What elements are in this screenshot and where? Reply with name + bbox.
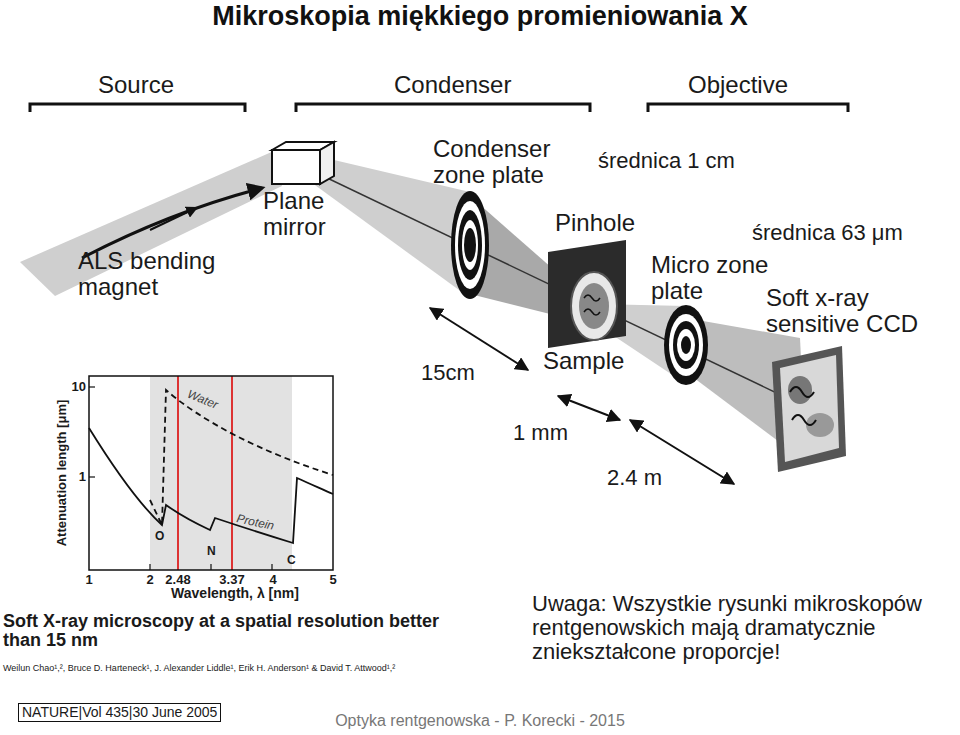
axis-tick: 3.37 xyxy=(212,573,252,587)
svg-ellipse xyxy=(677,329,695,361)
chart-ticks xyxy=(89,387,272,570)
svg-ellipse xyxy=(579,283,609,329)
svg-ellipse xyxy=(571,272,617,340)
part-name: ALS bending magnet xyxy=(78,248,238,300)
svg-path xyxy=(792,415,816,425)
svg-ellipse xyxy=(462,220,478,270)
axis-title: Attenuation length [μm] xyxy=(55,383,69,563)
chart-frame xyxy=(89,376,333,570)
optical-axis xyxy=(300,165,808,408)
paper-authors: Weilun Chao¹,², Bruce D. Harteneck¹, J. … xyxy=(3,664,448,674)
section-bracket xyxy=(648,104,848,112)
part-name: Soft x-ray sensitive CCD xyxy=(766,285,942,337)
ccd-detector xyxy=(772,346,846,472)
svg-path xyxy=(584,295,600,301)
svg-ellipse xyxy=(664,305,708,385)
edge-label: C xyxy=(287,554,301,567)
edge-label: O xyxy=(155,530,169,543)
dimension: średnica 1 cm xyxy=(598,149,763,173)
journal-ref: NATURE|Vol 435|30 June 2005 xyxy=(18,703,221,722)
svg-path xyxy=(790,387,814,397)
paper-title: Soft X-ray microscopy at a spatial resol… xyxy=(3,612,448,651)
axis-tick: 10 xyxy=(58,380,86,394)
part-name: Condenser zone plate xyxy=(433,136,573,188)
section-heading: Condenser xyxy=(394,72,544,98)
axis-tick: 4 xyxy=(253,573,293,587)
plane-mirror xyxy=(272,150,320,184)
svg-ellipse xyxy=(669,314,703,376)
svg-line xyxy=(89,386,95,387)
chart-marker-line xyxy=(177,376,179,570)
svg-line xyxy=(271,564,272,570)
dimension-arrow xyxy=(558,396,620,420)
section-heading: Source xyxy=(98,72,208,98)
svg-polygon xyxy=(780,355,839,462)
svg-ellipse xyxy=(681,336,691,354)
mirror-side xyxy=(320,142,334,184)
svg-ellipse xyxy=(464,228,476,262)
axis-tick: 2.48 xyxy=(158,573,198,587)
axis-tick: 5 xyxy=(313,573,353,587)
svg-ellipse xyxy=(455,201,485,289)
svg-polygon xyxy=(772,346,846,472)
condenser-zone-plate xyxy=(451,191,489,299)
svg-line xyxy=(149,564,150,570)
page-title: Mikroskopia miękkiego promieniowania X xyxy=(0,1,960,32)
svg-ellipse xyxy=(451,191,489,299)
micro-zone-plate xyxy=(664,305,708,385)
beam-arrow xyxy=(150,208,196,230)
dimension: 15cm xyxy=(421,361,491,385)
chart-marker-line xyxy=(231,376,233,570)
water-curve xyxy=(150,390,333,525)
protein-curve xyxy=(89,428,333,543)
note: Uwaga: Wszystkie rysunki mikroskopów ren… xyxy=(532,592,957,663)
section-heading: Objective xyxy=(688,72,818,98)
section-bracket xyxy=(30,104,245,112)
chart-band xyxy=(150,376,292,570)
section-bracket xyxy=(296,104,590,112)
part-name: Sample xyxy=(543,348,638,374)
axis-tick: 2 xyxy=(130,573,170,587)
edge-label: N xyxy=(207,545,221,558)
sample xyxy=(571,272,617,340)
axis-title: Wavelength, λ [nm] xyxy=(140,586,330,601)
dimension: średnica 63 μm xyxy=(752,221,932,245)
axis-tick: 1 xyxy=(69,573,109,587)
svg-ellipse xyxy=(673,321,699,369)
dimension: 1 mm xyxy=(513,421,583,445)
svg-line xyxy=(89,476,95,477)
dimension: 2.4 m xyxy=(607,466,677,490)
pinhole-plate xyxy=(548,240,626,348)
svg-path xyxy=(584,309,600,315)
svg-line xyxy=(210,564,211,570)
part-name: Plane mirror xyxy=(263,188,351,240)
footer: Optyka rentgenowska - P. Korecki - 2015 xyxy=(280,712,680,729)
svg-ellipse xyxy=(458,210,482,280)
part-name: Pinhole xyxy=(555,210,650,236)
